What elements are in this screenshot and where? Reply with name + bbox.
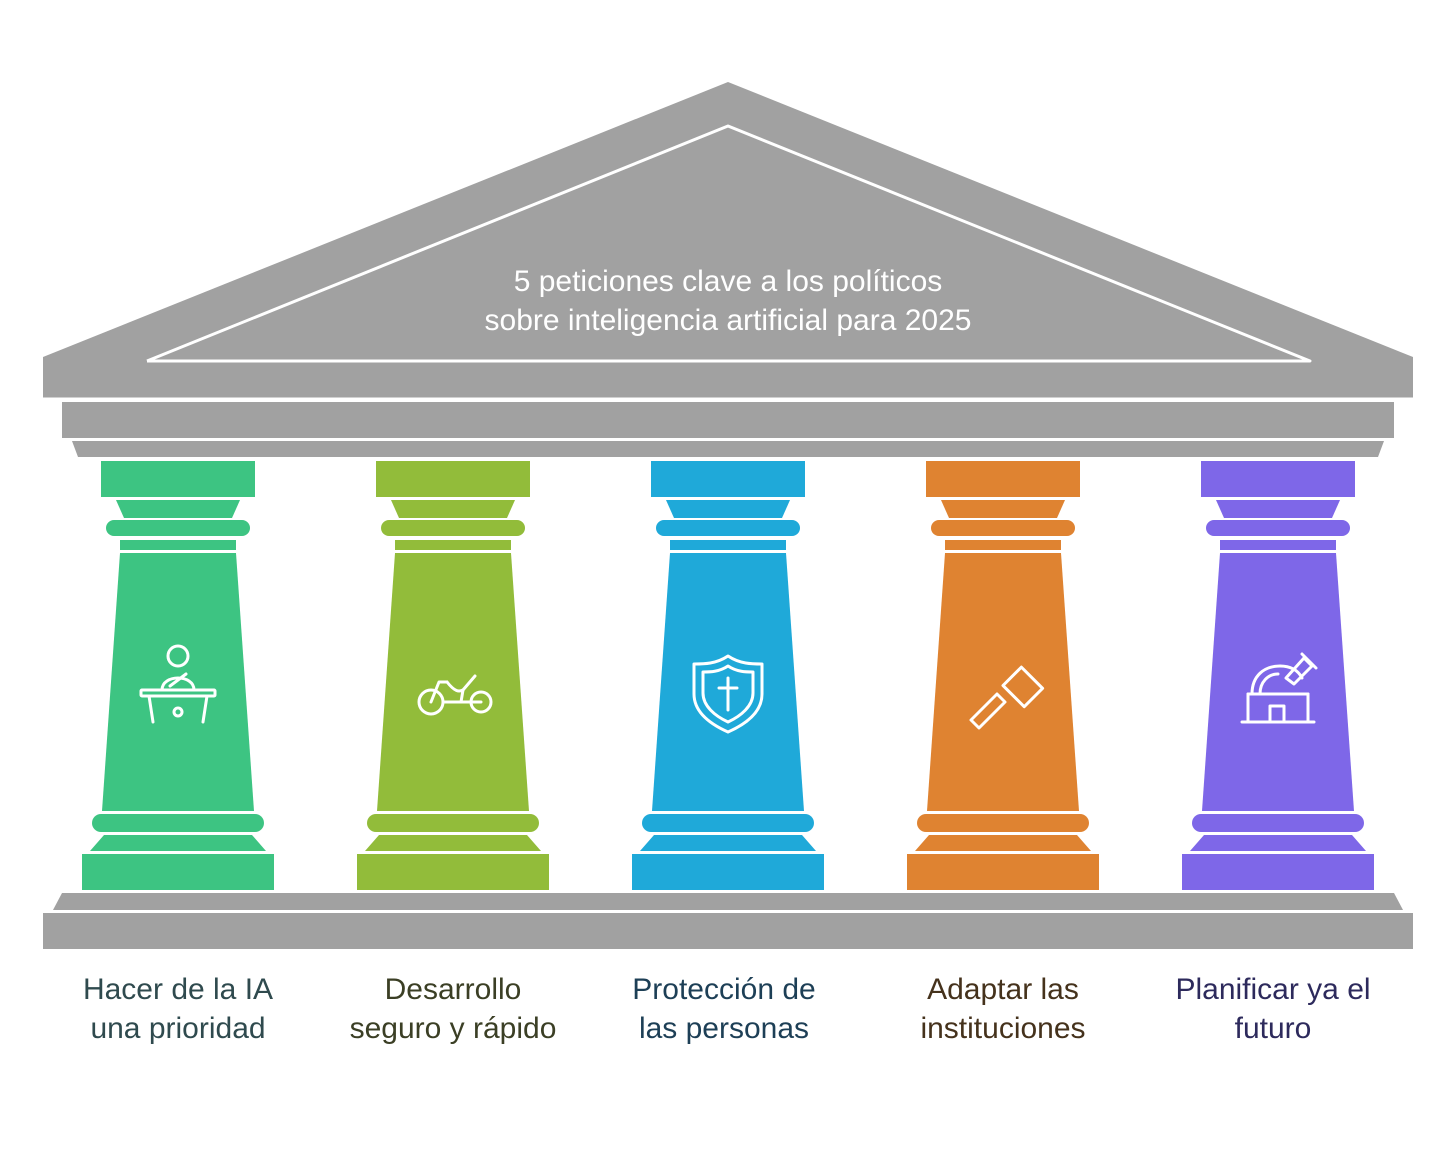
column-capital (926, 461, 1080, 497)
frieze-step (72, 441, 1384, 457)
pediment-inner-outline (146, 124, 1312, 363)
column-base-flare (90, 835, 266, 851)
column-capital (1201, 461, 1355, 497)
column-top-step (945, 540, 1061, 550)
column-base-flare (365, 835, 541, 851)
stylobate (43, 913, 1413, 949)
base (43, 893, 1413, 949)
label-line-2: seguro y rápido (349, 1012, 557, 1045)
column-base-flare (1190, 835, 1366, 851)
column-plinth (632, 854, 824, 890)
column-shaft (377, 553, 529, 811)
column-bottom-ring (642, 814, 814, 832)
label-line-2: una prioridad (90, 1012, 266, 1045)
column-plinth (357, 854, 549, 890)
recumbent-bike-icon (417, 674, 493, 716)
column-top-ring (656, 520, 800, 536)
pediment (43, 82, 1413, 398)
pillar-label-2: Desarrollo seguro y rápido (323, 970, 583, 1048)
column-top-step (1220, 540, 1336, 550)
column-bottom-ring (367, 814, 539, 832)
column-neck (1216, 500, 1340, 518)
shield-cross-icon (692, 654, 764, 734)
column-base-flare (915, 835, 1091, 851)
column-bottom-ring (917, 814, 1089, 832)
title-line-1: 5 peticiones clave a los políticos (513, 265, 943, 298)
roof (43, 82, 1413, 457)
column-plinth (1182, 854, 1374, 890)
label-line-2: futuro (1234, 1012, 1312, 1045)
stylobate-top (53, 893, 1403, 910)
column-4 (907, 461, 1099, 890)
column-top-step (670, 540, 786, 550)
column-bottom-ring (1192, 814, 1364, 832)
label-line-1: Desarrollo (384, 973, 522, 1006)
label-line-2: las personas (638, 1012, 810, 1045)
column-top-step (120, 540, 236, 550)
column-top-ring (381, 520, 525, 536)
column-1 (82, 461, 274, 890)
column-shaft (102, 553, 254, 811)
observatory-icon (1240, 652, 1318, 724)
diagram-title: 5 peticiones clave a los políticos sobre… (328, 262, 1128, 340)
pillar-label-5: Planificar ya el futuro (1143, 970, 1403, 1048)
column-neck (941, 500, 1065, 518)
column-base-flare (640, 835, 816, 851)
column-capital (651, 461, 805, 497)
column-plinth (907, 854, 1099, 890)
column-top-ring (1206, 520, 1350, 536)
architrave (62, 402, 1394, 438)
label-line-1: Planificar ya el (1175, 973, 1371, 1006)
title-line-2: sobre inteligencia artificial para 2025 (484, 304, 972, 337)
pillar-label-1: Hacer de la IA una prioridad (48, 970, 308, 1048)
column-top-step (395, 540, 511, 550)
column-top-ring (106, 520, 250, 536)
column-neck (116, 500, 240, 518)
column-neck (666, 500, 790, 518)
label-line-1: Hacer de la IA (82, 973, 274, 1006)
label-line-1: Protección de (632, 973, 816, 1006)
column-capital (101, 461, 255, 497)
gavel-icon (969, 665, 1045, 730)
label-line-1: Adaptar las (927, 973, 1079, 1006)
label-line-2: instituciones (920, 1012, 1086, 1045)
column-top-ring (931, 520, 1075, 536)
column-2 (357, 461, 549, 890)
column-3 (632, 461, 824, 890)
column-shaft (1202, 553, 1354, 811)
columns (82, 461, 1374, 890)
column-bottom-ring (92, 814, 264, 832)
column-plinth (82, 854, 274, 890)
person-at-desk-icon (139, 644, 217, 724)
column-shaft (927, 553, 1079, 811)
column-neck (391, 500, 515, 518)
pillar-label-4: Adaptar las instituciones (873, 970, 1133, 1048)
column-capital (376, 461, 530, 497)
pillar-label-3: Protección de las personas (594, 970, 854, 1048)
column-5 (1182, 461, 1374, 890)
